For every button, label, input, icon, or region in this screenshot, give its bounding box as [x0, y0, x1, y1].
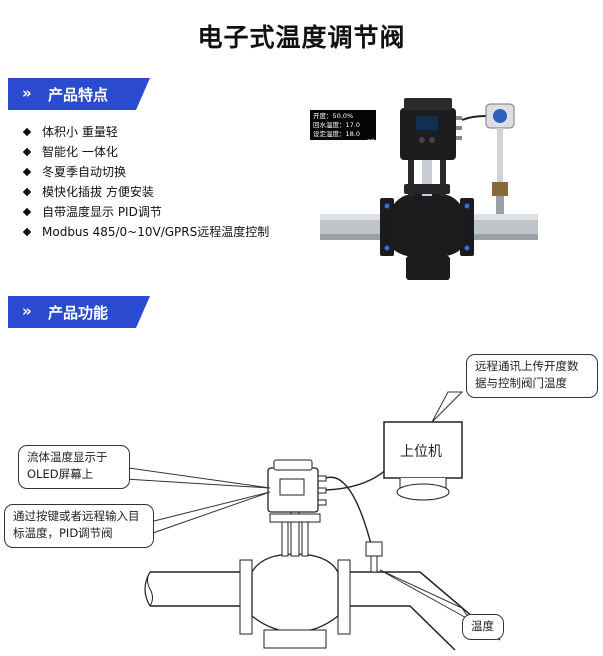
- callout-remote-communication: 远程通讯上传开度数据与控制阀门温度: [466, 354, 598, 398]
- computer-label: 上位机: [400, 444, 442, 460]
- feature-list: 体积小 重量轻 智能化 一体化 冬夏季自动切换 模快化插拔 方便安装 自带温度显…: [22, 122, 269, 242]
- section-label-functions: 产品功能: [48, 304, 109, 322]
- function-diagram: 上位机: [107, 391, 501, 651]
- list-item: 自带温度显示 PID调节: [22, 202, 269, 222]
- display-line-1: 开度：50.0%: [313, 111, 353, 120]
- page-title: 电子式温度调节阀: [197, 23, 406, 52]
- bullet-icon: [22, 207, 32, 217]
- double-chevron-icon: »: [22, 302, 32, 320]
- callout-oled-display: 流体温度显示于OLED屏幕上: [18, 445, 130, 489]
- double-chevron-icon: »: [22, 84, 32, 102]
- list-item: 智能化 一体化: [22, 142, 269, 162]
- bullet-icon: [22, 127, 32, 137]
- display-line-3: 设定温度：18.0: [313, 129, 360, 138]
- bullet-icon: [22, 227, 32, 237]
- callout-temperature: 温度: [462, 614, 504, 640]
- section-banner-features: » 产品特点: [8, 78, 150, 110]
- bullet-icon: [22, 147, 32, 157]
- section-label-features: 产品特点: [48, 86, 109, 104]
- bullet-icon: [22, 167, 32, 177]
- callout-target-input: 通过按键或者远程输入目标温度，PID调节阀: [4, 504, 154, 548]
- banner-shape: [8, 296, 150, 328]
- banner-shape: [8, 78, 150, 110]
- bullet-icon: [22, 187, 32, 197]
- list-item: Modbus 485/0~10V/GPRS远程温度控制: [22, 222, 269, 242]
- list-item: 体积小 重量轻: [22, 122, 269, 142]
- display-unit: ℃: [367, 138, 375, 146]
- section-banner-functions: » 产品功能: [8, 296, 150, 328]
- list-item: 模快化插拔 方便安装: [22, 182, 269, 202]
- list-item: 冬夏季自动切换: [22, 162, 269, 182]
- valve-product-image: 开度：50.0% 回水温度：17.0 设定温度：18.0 ℃: [310, 98, 538, 280]
- display-line-2: 回水温度：17.0: [313, 120, 360, 129]
